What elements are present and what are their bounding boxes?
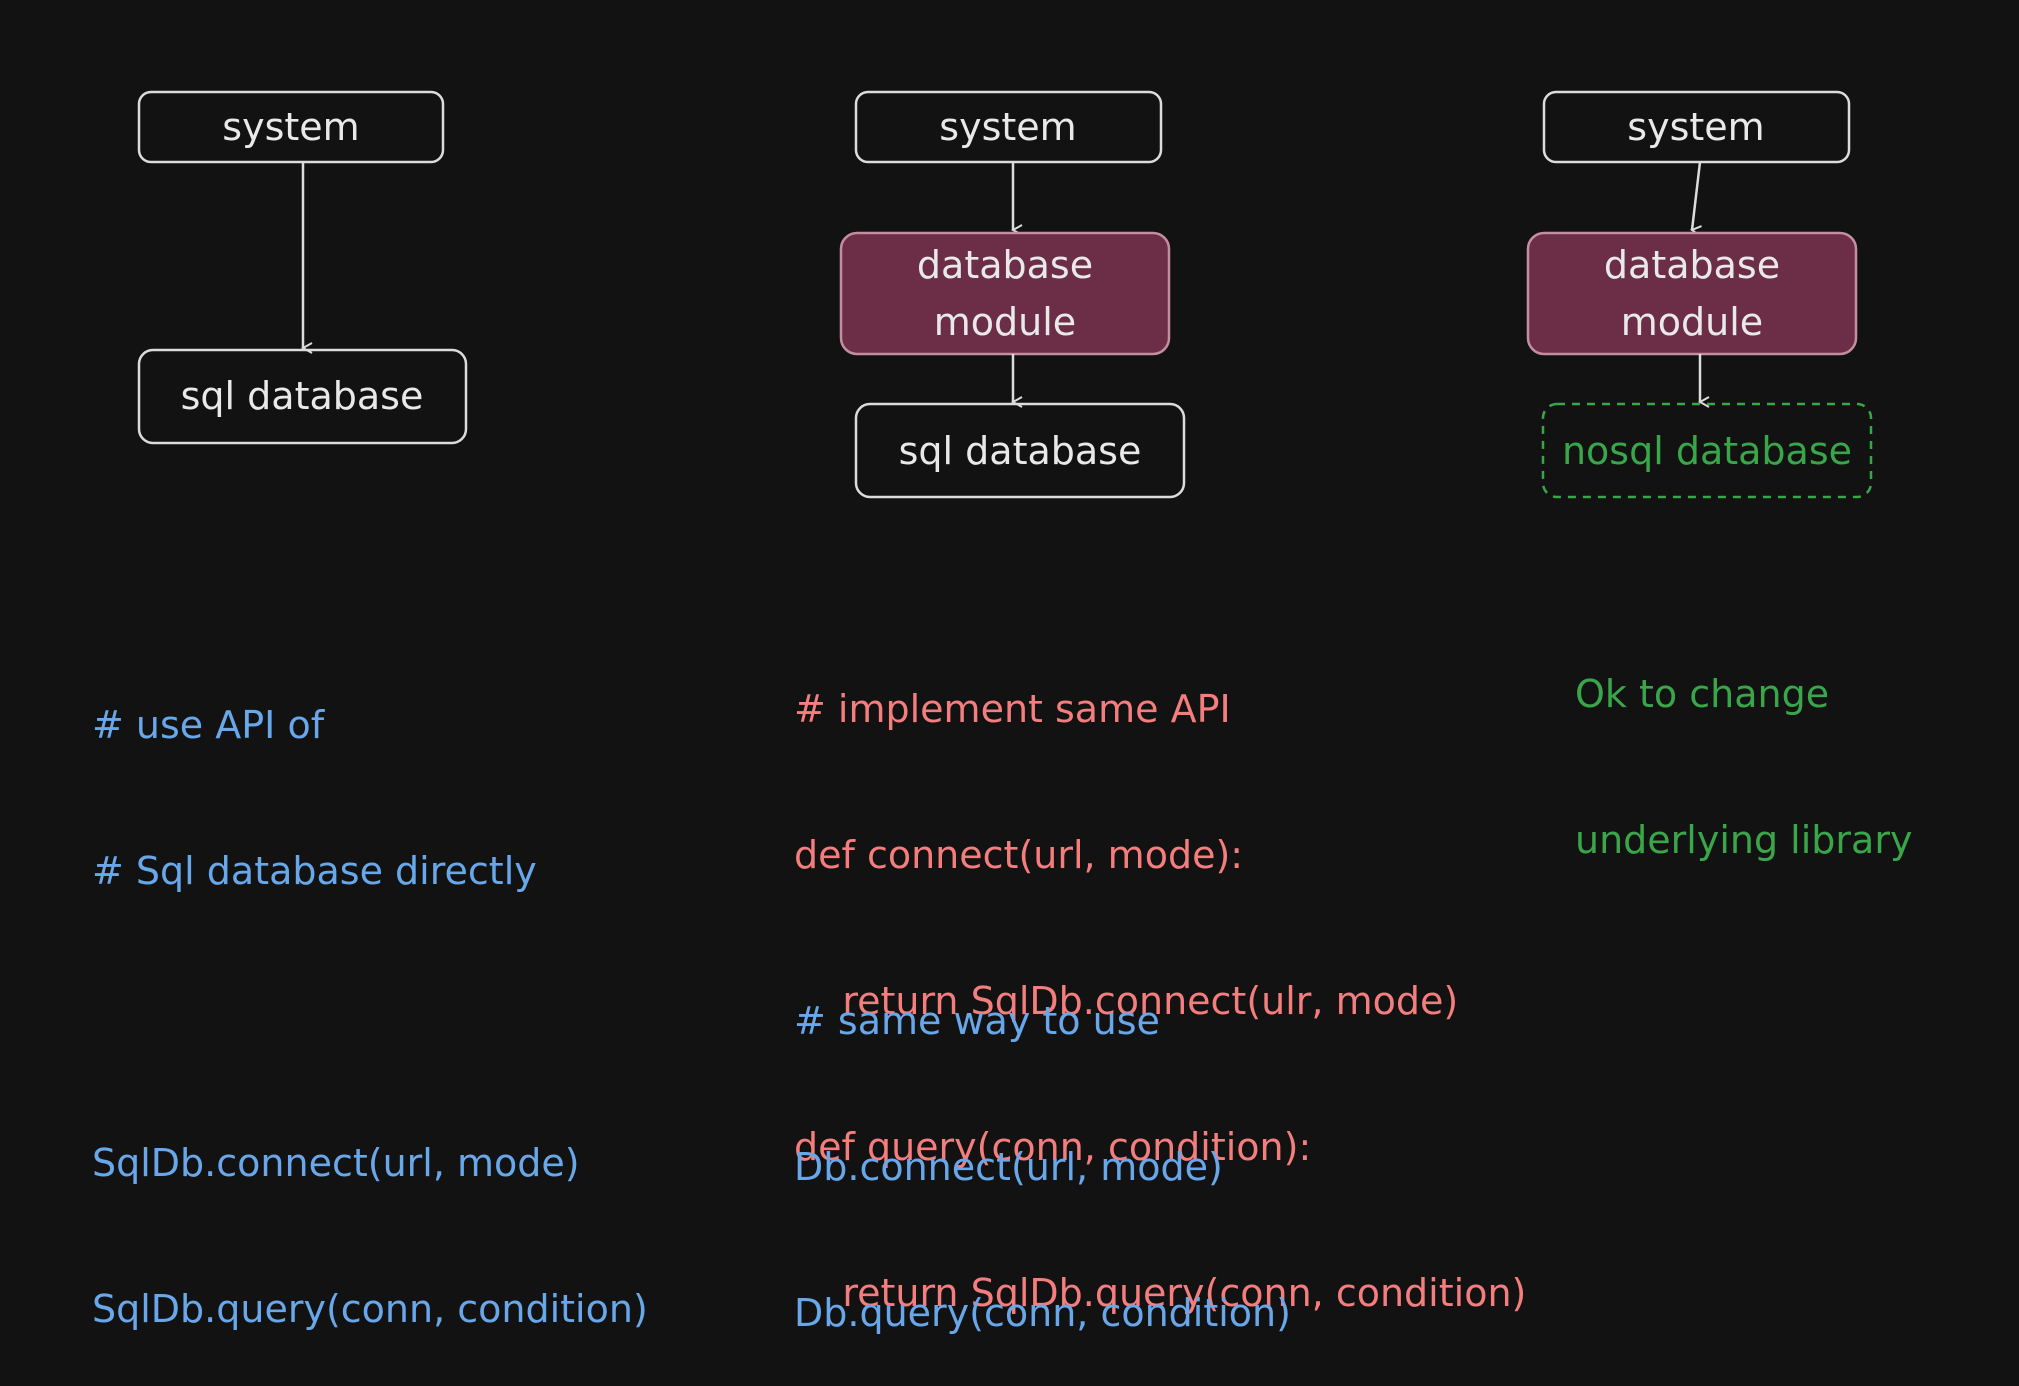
code-line: Db.query(conn, condition) <box>794 1291 1291 1335</box>
arrow-system-to-module <box>1692 161 1700 230</box>
sql-database-box <box>854 402 1186 499</box>
note-line: Ok to change <box>1575 672 1830 716</box>
system-box <box>1542 90 1851 164</box>
system-box <box>854 90 1163 164</box>
code-line: Db.connect(url, mode) <box>794 1145 1223 1189</box>
system-box <box>137 90 445 164</box>
architecture-diagram: system sql database system database modu… <box>137 90 1873 499</box>
module-label-line1: database <box>1604 243 1780 287</box>
code-line: # Sql database directly <box>92 849 537 893</box>
sql-database-label: sql database <box>181 374 424 418</box>
direct-usage-code: # use API of # Sql database directly Sql… <box>92 608 648 1382</box>
column-module-nosql: system database module nosql database <box>1526 90 1873 499</box>
code-line: # use API of <box>92 703 325 747</box>
nosql-database-box <box>1541 402 1873 499</box>
module-label-line2: module <box>1621 300 1763 344</box>
code-line: SqlDb.query(conn, condition) <box>92 1287 648 1331</box>
module-usage-code: # same way to use Db.connect(url, mode) … <box>794 904 1291 1386</box>
column-module-sql: system database module sql database <box>839 90 1186 499</box>
sql-database-box <box>137 348 468 445</box>
code-line: SqlDb.connect(url, mode) <box>92 1141 580 1185</box>
code-line: return SqlDb.connect(ulr, mode) <box>794 979 1459 1023</box>
column-direct-usage: system sql database <box>137 90 468 445</box>
sql-database-label: sql database <box>899 429 1142 473</box>
nosql-database-label: nosql database <box>1562 429 1852 473</box>
module-label-line1: database <box>917 243 1093 287</box>
code-line: # implement same API <box>794 687 1231 731</box>
module-label-line2: module <box>934 300 1076 344</box>
system-label: system <box>939 105 1076 149</box>
database-module-box <box>839 231 1171 356</box>
code-line: # same way to use <box>794 999 1160 1043</box>
system-label: system <box>1627 105 1764 149</box>
system-label: system <box>222 105 359 149</box>
note-line: underlying library <box>1575 818 1913 862</box>
change-library-note: Ok to change underlying library <box>1575 577 1912 913</box>
database-module-box <box>1526 231 1858 356</box>
code-line: def connect(url, mode): <box>794 833 1244 877</box>
code-line <box>92 988 648 1046</box>
